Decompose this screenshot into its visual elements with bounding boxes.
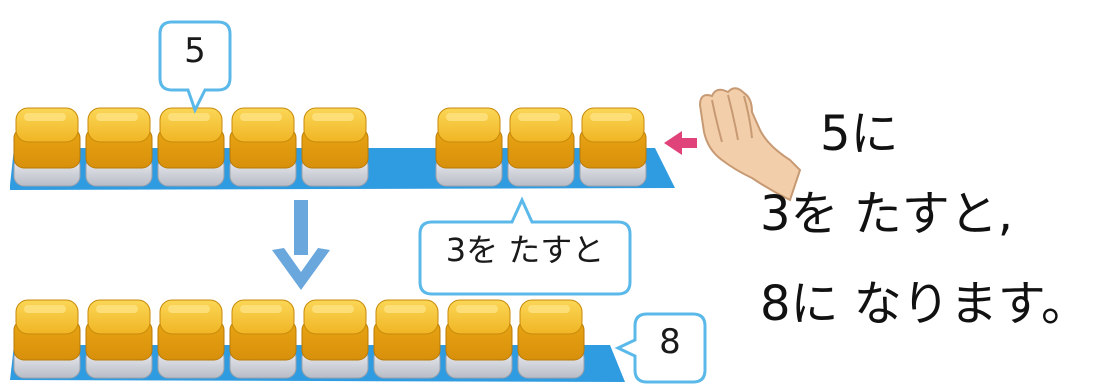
block-top-left xyxy=(157,107,225,187)
callout-add-label: 3を たすと xyxy=(445,231,605,269)
block-bottom xyxy=(373,299,441,379)
block-bottom xyxy=(445,299,513,379)
sentence-line-2: 3を たすと, xyxy=(760,186,1014,242)
down-arrow-icon xyxy=(272,200,330,290)
callout-five-label: 5 xyxy=(184,31,206,71)
callout-eight-label: 8 xyxy=(659,322,681,362)
left-arrow-icon xyxy=(664,131,697,155)
callout-eight-bubble xyxy=(614,312,707,384)
sentence-line-3: 8に なります。 xyxy=(760,276,1089,332)
block-bottom xyxy=(157,299,225,379)
hand-icon xyxy=(698,87,802,202)
block-bottom xyxy=(517,299,585,379)
block-bottom xyxy=(301,299,369,379)
callout-add-bubble xyxy=(418,196,632,296)
block-top-right xyxy=(579,107,647,187)
block-bottom xyxy=(85,299,153,379)
callout-five-bubble xyxy=(158,20,232,114)
block-top-right xyxy=(507,107,575,187)
block-top-left xyxy=(229,107,297,187)
block-bottom xyxy=(13,299,81,379)
block-bottom xyxy=(229,299,297,379)
block-top-left xyxy=(301,107,369,187)
sentence-line-1: 5に xyxy=(820,106,899,162)
block-top-left xyxy=(13,107,81,187)
block-top-right xyxy=(435,107,503,187)
block-top-left xyxy=(85,107,153,187)
